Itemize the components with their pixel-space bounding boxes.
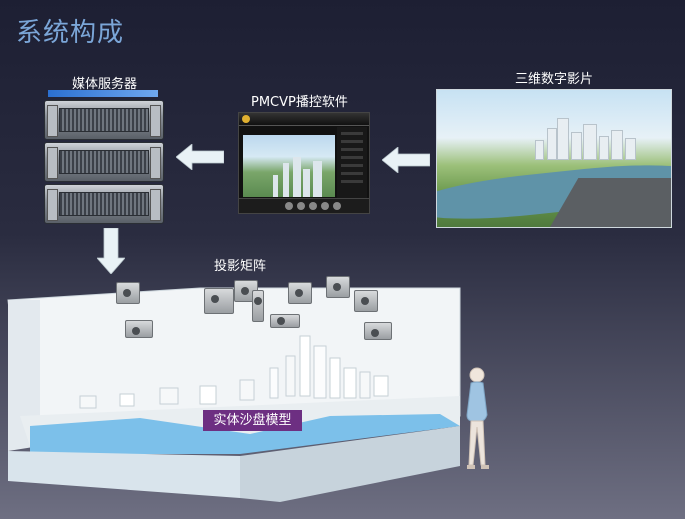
player-window-icon	[238, 112, 370, 214]
player-controls	[239, 198, 369, 213]
person-icon	[466, 367, 489, 469]
player-sidebar	[337, 127, 367, 199]
projector-matrix-label: 投影矩阵	[214, 259, 267, 274]
digital-film-image	[436, 89, 672, 228]
server-unit	[44, 142, 164, 182]
server-top-strip	[48, 90, 158, 97]
arrow-left-icon	[176, 144, 224, 170]
player-screen-preview	[243, 135, 335, 197]
projector-icon	[364, 322, 392, 340]
projector-icon	[270, 314, 300, 328]
projector-icon	[204, 288, 234, 314]
projector-icon	[288, 282, 312, 304]
server-unit	[44, 184, 164, 224]
server-unit	[44, 100, 164, 140]
projector-icon	[252, 290, 264, 322]
digital-film-label: 三维数字影片	[515, 72, 594, 87]
projector-icon	[354, 290, 378, 312]
sandbox-label: 实体沙盘模型	[203, 410, 302, 431]
player-label: PMCVP播控软件	[251, 95, 348, 110]
projector-icon	[116, 282, 140, 304]
arrow-down-icon	[97, 228, 125, 274]
projector-icon	[125, 320, 153, 338]
media-server-rack-icon	[44, 90, 164, 224]
arrow-left-icon	[382, 147, 430, 173]
projector-icon	[326, 276, 350, 298]
page-title: 系统构成	[16, 18, 125, 48]
media-server-label: 媒体服务器	[72, 77, 138, 92]
sandbox-model	[7, 287, 461, 502]
